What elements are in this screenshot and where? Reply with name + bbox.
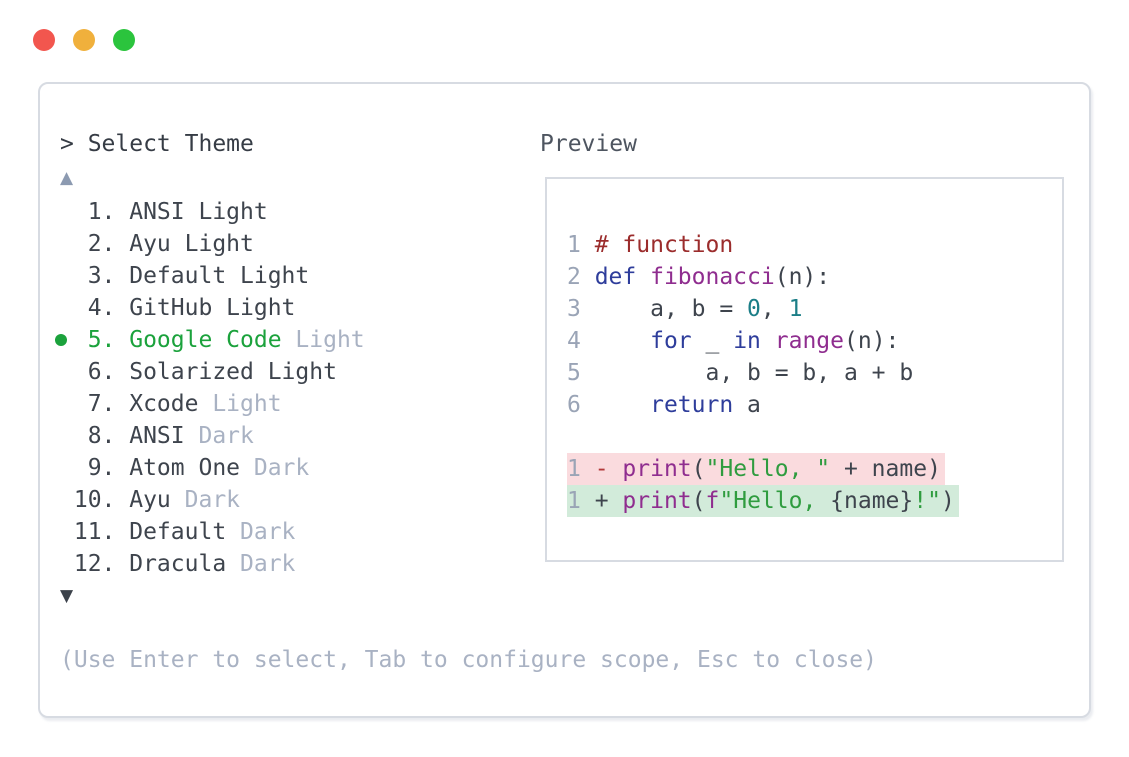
theme-item-9[interactable]: 9. Atom One Dark bbox=[60, 452, 365, 484]
code-line: 6 return a bbox=[567, 389, 1062, 421]
theme-item-1[interactable]: 1. ANSI Light bbox=[60, 196, 365, 228]
diff-line-added: 1 + print(f"Hello, {name}!") bbox=[567, 485, 1062, 517]
text-segment: 6. Solarized Light bbox=[60, 359, 337, 385]
code-line: 5 a, b = b, a + b bbox=[567, 357, 1062, 389]
theme-picker-panel: > Select Theme ▲ 1. ANSI Light 2. Ayu Li… bbox=[38, 82, 1091, 718]
text-segment: 9. Atom One bbox=[60, 455, 241, 481]
theme-item-5[interactable]: 5. Google Code Light bbox=[55, 324, 365, 356]
theme-item-12[interactable]: 12. Dracula Dark bbox=[60, 548, 365, 580]
text-segment: ) bbox=[940, 488, 955, 514]
diff-line-removed: 1 - print("Hello, " + name) bbox=[567, 453, 1062, 485]
text-segment: ( bbox=[691, 456, 706, 482]
diff-highlight: 1 + print(f"Hello, {name}!") bbox=[567, 485, 959, 517]
text-segment: "Hello, " bbox=[705, 456, 831, 482]
theme-item-10[interactable]: 10. Ayu Dark bbox=[60, 484, 365, 516]
text-segment: 1. ANSI Light bbox=[60, 199, 268, 225]
close-button-icon[interactable] bbox=[33, 29, 55, 51]
text-segment: 6 bbox=[567, 392, 595, 418]
maximize-button-icon[interactable] bbox=[113, 29, 135, 51]
text-segment: _ bbox=[691, 328, 734, 354]
text-segment: a, b = b, a + b bbox=[594, 360, 914, 386]
theme-item-4[interactable]: 4. GitHub Light bbox=[60, 292, 365, 324]
code-line: 2 def fibonacci(n): bbox=[567, 261, 1062, 293]
text-segment: !" bbox=[913, 488, 941, 514]
text-segment: 11. Default bbox=[60, 519, 227, 545]
diff-highlight: 1 - print("Hello, " + name) bbox=[567, 453, 945, 485]
text-segment: 1 bbox=[567, 488, 595, 514]
scroll-down-icon[interactable]: ▼ bbox=[60, 586, 74, 606]
theme-list: 1. ANSI Light 2. Ayu Light 3. Default Li… bbox=[55, 196, 365, 580]
text-segment: , bbox=[760, 296, 789, 322]
text-segment: 5. Google Code bbox=[60, 327, 282, 353]
minimize-button-icon[interactable] bbox=[73, 29, 95, 51]
text-segment: {name} bbox=[830, 488, 914, 514]
text-segment: Dark bbox=[226, 551, 296, 577]
text-segment: Dark bbox=[170, 487, 241, 513]
text-segment: 7. Xcode bbox=[60, 391, 199, 417]
text-segment: in bbox=[733, 328, 761, 354]
text-segment: 2. Ayu Light bbox=[60, 231, 254, 257]
text-segment: def bbox=[594, 264, 651, 290]
text-segment: 0 bbox=[747, 296, 761, 322]
text-segment: range bbox=[774, 328, 844, 354]
text-segment: 12. Dracula bbox=[60, 551, 227, 577]
code-line bbox=[567, 421, 1062, 453]
code-line: 4 for _ in range(n): bbox=[567, 325, 1062, 357]
text-segment: print bbox=[622, 488, 692, 514]
text-segment: Dark bbox=[226, 519, 296, 545]
text-segment: + bbox=[594, 488, 623, 514]
text-segment: 3 bbox=[567, 296, 595, 322]
keyboard-hint: (Use Enter to select, Tab to configure s… bbox=[60, 647, 877, 673]
text-segment: 5 bbox=[567, 360, 595, 386]
text-segment: Dark bbox=[184, 423, 254, 449]
text-segment bbox=[761, 328, 775, 354]
code-line: 3 a, b = 0, 1 bbox=[567, 293, 1062, 325]
text-segment: fibonacci bbox=[650, 264, 775, 290]
theme-item-11[interactable]: 11. Default Dark bbox=[60, 516, 365, 548]
theme-item-6[interactable]: 6. Solarized Light bbox=[60, 356, 365, 388]
code-line: 1 # function bbox=[567, 229, 1062, 261]
text-segment: 10. Ayu bbox=[60, 487, 171, 513]
text-segment: Dark bbox=[240, 455, 310, 481]
text-segment: # function bbox=[594, 232, 734, 258]
text-segment: 1 bbox=[567, 456, 595, 482]
text-segment: - bbox=[594, 456, 623, 482]
text-segment: f bbox=[705, 488, 720, 514]
text-segment: 4. GitHub Light bbox=[60, 295, 296, 321]
text-segment: return bbox=[650, 392, 734, 418]
selected-bullet-icon bbox=[55, 334, 67, 346]
window-controls bbox=[33, 29, 135, 51]
text-segment bbox=[595, 328, 650, 354]
text-segment: Light bbox=[281, 327, 365, 353]
text-segment: for bbox=[650, 328, 692, 354]
text-segment: "Hello, bbox=[719, 488, 831, 514]
text-segment: ( bbox=[691, 488, 706, 514]
text-segment: Light bbox=[198, 391, 282, 417]
text-segment: (n): bbox=[774, 264, 831, 290]
text-segment: 3. Default Light bbox=[60, 263, 310, 289]
theme-item-7[interactable]: 7. Xcode Light bbox=[60, 388, 365, 420]
text-segment: (n): bbox=[844, 328, 900, 354]
text-segment bbox=[595, 392, 650, 418]
theme-item-2[interactable]: 2. Ayu Light bbox=[60, 228, 365, 260]
text-segment: a bbox=[733, 392, 761, 418]
text-segment: + name) bbox=[830, 456, 941, 482]
text-segment: 8. ANSI bbox=[60, 423, 185, 449]
text-segment: print bbox=[622, 456, 692, 482]
theme-item-8[interactable]: 8. ANSI Dark bbox=[60, 420, 365, 452]
text-segment: a, b = bbox=[594, 296, 748, 322]
theme-item-3[interactable]: 3. Default Light bbox=[60, 260, 365, 292]
select-theme-prompt: > Select Theme bbox=[60, 131, 254, 157]
text-segment: 2 bbox=[567, 264, 595, 290]
scroll-up-icon[interactable]: ▲ bbox=[60, 168, 74, 188]
text-segment: 4 bbox=[567, 328, 595, 354]
text-segment: 1 bbox=[788, 296, 803, 322]
text-segment: 1 bbox=[567, 232, 595, 258]
preview-label: Preview bbox=[540, 131, 637, 157]
